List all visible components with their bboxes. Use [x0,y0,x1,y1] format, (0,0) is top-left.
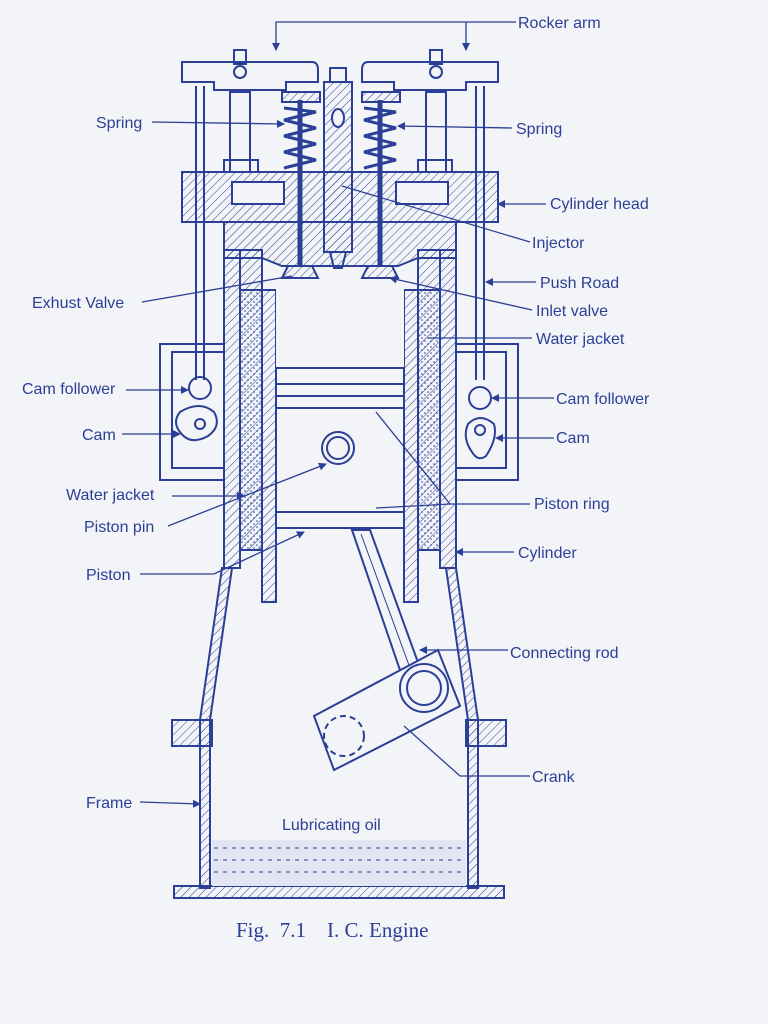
frame-flange-right [465,719,507,747]
cam-housing-right [456,343,519,481]
piston-body [275,367,405,529]
frame-flange-left [171,719,213,747]
label-cam-follower-left: Cam follower [22,381,116,398]
cam-left [175,405,218,442]
pedestal-block-right [417,159,453,173]
label-push-road: Push Road [540,275,619,292]
figure-caption: Fig. 7.1 I. C. Engine [236,918,429,942]
frame-base [173,885,505,899]
connecting-rod-centerline [360,533,411,669]
label-piston: Piston [86,567,130,584]
crank-pin [399,663,449,713]
cam-follower-left [188,376,212,400]
piston-pin-inner [326,436,350,460]
label-spring-left: Spring [96,115,142,132]
label-cam-left: Cam [82,427,116,444]
cylinder-lower-left [223,249,241,569]
label-water-jacket-right: Water jacket [536,331,625,348]
label-connecting-rod: Connecting rod [510,645,619,662]
rocker-arm-right [361,61,499,91]
label-cylinder-head: Cylinder head [550,196,649,213]
label-piston-pin: Piston pin [84,519,154,536]
leader-lines [122,21,554,808]
label-piston-ring: Piston ring [534,496,610,513]
label-lubricating-oil: Lubricating oil [282,817,381,834]
rocker-support-left [233,49,247,65]
spring-retainer-left [281,91,321,103]
combustion-chamber [276,276,404,368]
oil-surface-lines [214,847,464,873]
cam-right [464,417,496,460]
rocker-support-right [429,49,443,65]
head-port-right [395,181,449,205]
inlet-valve-head [360,265,400,279]
injector-nozzle [328,251,348,269]
label-inlet-valve: Inlet valve [536,303,608,320]
injector-window [331,108,345,128]
crank-pin-inner [406,670,442,706]
piston-pin-outer [321,431,355,465]
rocker-arm-left [181,61,319,91]
label-rocker-arm: Rocker arm [518,15,601,32]
label-cylinder: Cylinder [518,545,577,562]
pedestal-block-left [223,159,259,173]
spring-left [283,106,317,170]
lubricating-oil-pool [212,840,466,886]
head-port-left [231,181,285,205]
label-water-jacket-left: Water jacket [66,487,155,504]
label-injector: Injector [532,235,585,252]
label-exhust-valve: Exhust Valve [32,295,124,312]
exhaust-valve-head [280,265,320,279]
spring-retainer-right [361,91,401,103]
crank-web [312,648,462,772]
crank-shaft [323,715,365,757]
label-spring-right: Spring [516,121,562,138]
cam-follower-right [468,386,492,410]
label-cam-follower-right: Cam follower [556,391,650,408]
label-crank: Crank [532,769,576,786]
rocker-pivot-right [429,65,443,79]
injector-cap [329,67,347,83]
cylinder-lower-right [439,249,457,569]
spring-right [363,106,397,170]
cam-shaft-left [194,418,206,430]
label-cam-right: Cam [556,430,590,447]
cam-housing-left [159,343,224,481]
rocker-pivot-left [233,65,247,79]
label-frame: Frame [86,795,132,812]
injector-body [323,81,353,253]
cam-shaft-right [474,424,486,436]
